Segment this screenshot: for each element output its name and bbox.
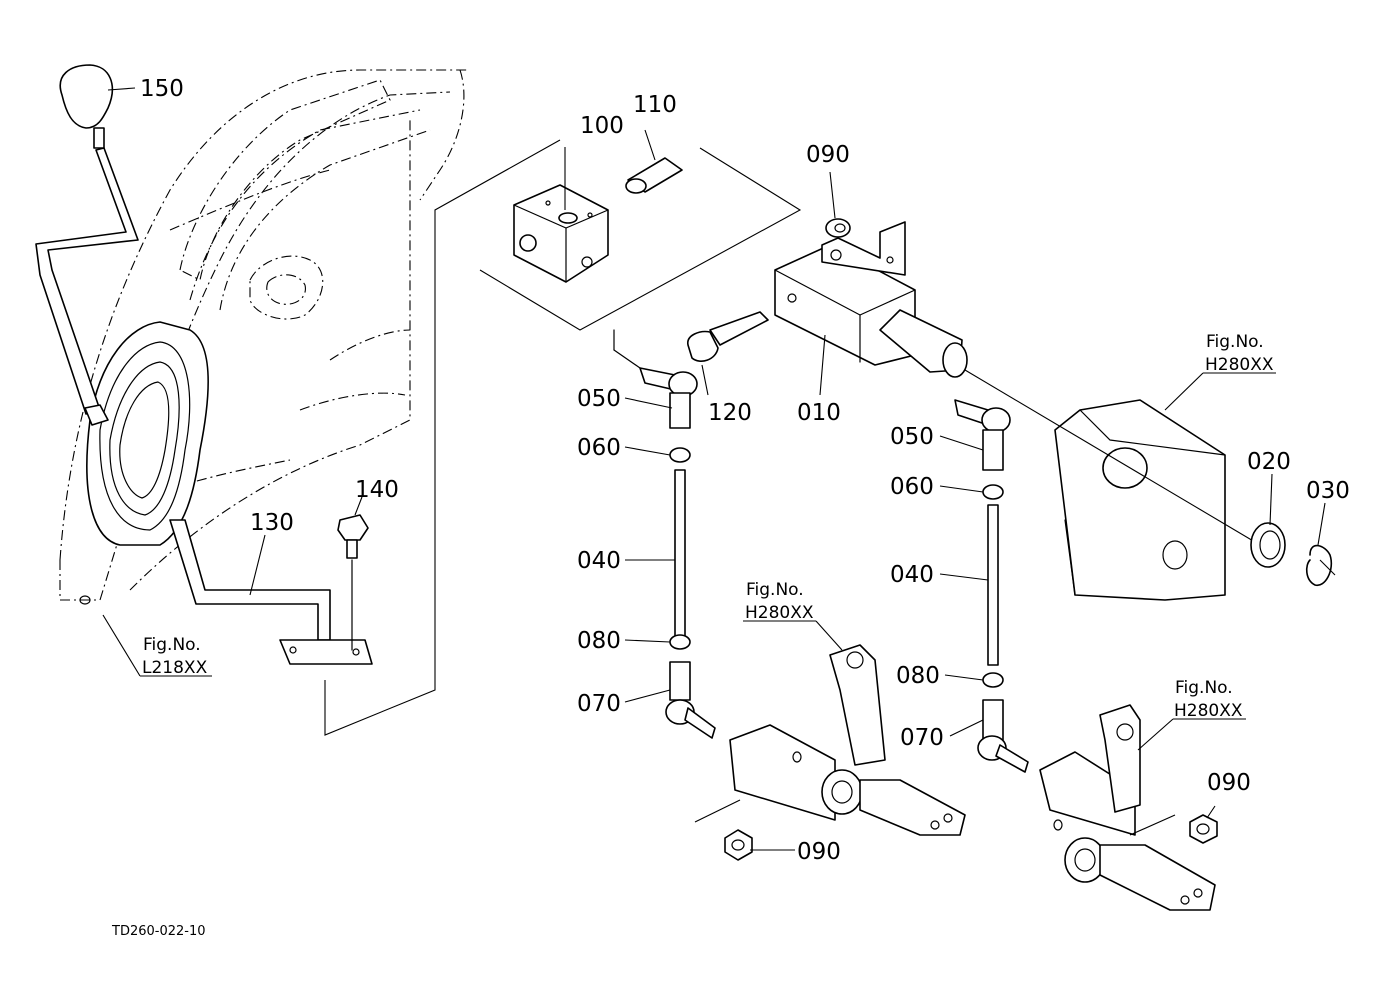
leader-lines — [107, 87, 1326, 851]
label-120: 120 — [708, 400, 752, 426]
right-housing — [964, 369, 1261, 601]
label-010: 010 — [797, 400, 841, 426]
label-080-left: 080 — [577, 628, 621, 654]
left-linkage — [613, 329, 716, 739]
snap-ring-030 — [1305, 544, 1336, 586]
label-020: 020 — [1247, 449, 1291, 475]
drawing-code: TD260-022-10 — [111, 924, 206, 939]
figref-2-line2: H280XX — [745, 603, 814, 623]
figref-3-line2: H280XX — [1174, 701, 1243, 721]
lower-arm-right — [1039, 704, 1216, 911]
label-090-bottom-right: 090 — [1207, 770, 1251, 796]
label-110: 110 — [633, 92, 677, 118]
nut-090-top — [825, 218, 851, 238]
label-070-left: 070 — [577, 691, 621, 717]
label-030: 030 — [1306, 478, 1350, 504]
figref-3-line1: Fig.No. — [1175, 678, 1233, 698]
nut-090-bottom-right — [1129, 814, 1218, 844]
label-090-top: 090 — [806, 142, 850, 168]
pipe-110 — [625, 157, 683, 194]
bolt-140 — [337, 514, 369, 651]
label-090-bottom-left: 090 — [797, 839, 841, 865]
label-140: 140 — [355, 477, 399, 503]
label-060-right: 060 — [890, 474, 934, 500]
figref-2-line1: Fig.No. — [746, 580, 804, 600]
shift-boot — [86, 321, 209, 546]
right-linkage — [954, 399, 1029, 773]
label-070-right: 070 — [900, 725, 944, 751]
figref-4-line2: L218XX — [142, 658, 208, 678]
label-040-left: 040 — [577, 548, 621, 574]
label-100: 100 — [580, 113, 624, 139]
figref-leaders — [102, 372, 1276, 751]
figure-refs: Fig.No. H280XX Fig.No. H280XX Fig.No. H2… — [142, 332, 1274, 721]
part-labels: 150 100 110 090 140 130 050 120 010 060 … — [140, 76, 1350, 865]
figref-4-line1: Fig.No. — [143, 635, 201, 655]
label-130: 130 — [250, 510, 294, 536]
label-080-right: 080 — [896, 663, 940, 689]
lower-arm-left — [729, 644, 966, 836]
label-060-left: 060 — [577, 435, 621, 461]
label-050-right: 050 — [890, 424, 934, 450]
console-housing — [59, 69, 470, 605]
label-050-left: 050 — [577, 386, 621, 412]
block-100 — [513, 184, 609, 283]
shift-lever — [35, 64, 139, 426]
nut-090-bottom-left — [694, 799, 753, 861]
pin-120 — [687, 311, 769, 362]
label-040-right: 040 — [890, 562, 934, 588]
group-boundary — [324, 139, 802, 736]
shaft-010 — [774, 221, 968, 378]
label-150: 150 — [140, 76, 184, 102]
washer-020 — [1250, 522, 1286, 568]
figref-1-line2: H280XX — [1205, 355, 1274, 375]
rod-130 — [169, 519, 373, 665]
figref-1-line1: Fig.No. — [1206, 332, 1264, 352]
